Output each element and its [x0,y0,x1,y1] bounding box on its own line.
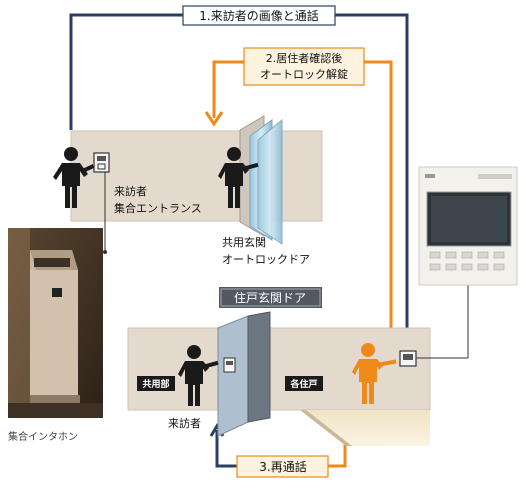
glass-door-icon [239,115,283,245]
unit-door-icon [217,311,271,437]
residence-wall [127,327,431,411]
autolock-door-label: オートロックドア [222,253,310,266]
step3-label: 3.再通話 [259,459,306,474]
step3-label-box [236,455,329,478]
step1-label: 1.来訪者の画像と通話 [199,8,318,23]
common-area-badge [137,376,175,391]
unit-badge [285,376,323,391]
entrance-intercom-photo [8,228,103,418]
person-icon [178,345,219,406]
visitor-label: 来訪者 [114,184,147,198]
floor-edge [300,410,352,446]
common-area-badge-text: 共用部 [142,378,169,390]
step2-label-box [243,47,365,86]
door-label-band [219,287,322,308]
step2-label-line2: オートロック解錠 [260,67,348,81]
unit-door-label: 住戸玄関ドア [234,290,306,305]
person-icon [53,147,95,208]
step2-route-line [204,60,393,330]
unit-floor [300,410,430,446]
step1-label-box [182,5,336,26]
step2-label-line1: 2.居住者確認後 [266,51,343,65]
common-entrance-label: 共用玄関 [222,235,266,249]
person-icon [352,343,397,404]
person-icon [218,147,259,208]
photo-caption: 集合インタホン [8,430,78,443]
unit-visitor-label: 来訪者 [168,416,201,430]
pointer-dot [103,250,107,254]
room-monitor-photo [418,166,518,286]
intercom-icon [93,152,110,173]
entrance-label: 集合エントランス [114,201,202,215]
monitor-intercom-icon [399,350,417,367]
unit-badge-text: 各住戸 [289,378,317,390]
intercom-icon [223,357,236,373]
